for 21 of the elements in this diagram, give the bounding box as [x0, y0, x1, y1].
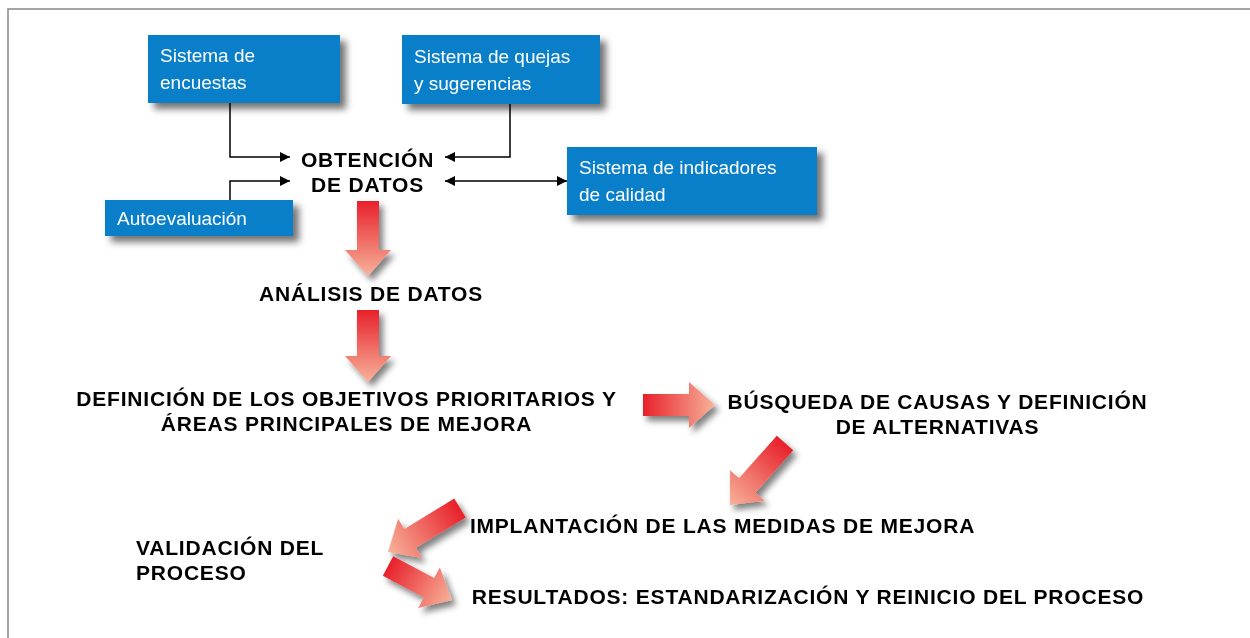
- block-arrow: [388, 498, 466, 559]
- system-box: Sistema de quejas y sugerencias: [402, 35, 600, 104]
- arrow: [229, 176, 291, 201]
- system-box: Sistema de encuestas: [148, 35, 340, 103]
- block-arrow: [382, 556, 452, 609]
- step-label: OBTENCIÓN DE DATOS: [299, 147, 436, 197]
- system-box: Sistema de indicadores de calidad: [567, 147, 817, 215]
- step-label: VALIDACIÓN DEL PROCESO: [136, 535, 325, 585]
- step-label: DEFINICIÓN DE LOS OBJETIVOS PRIORITARIOS Y ÁREAS PRINCIPALES DE MEJORA: [75, 386, 618, 436]
- arrow: [444, 103, 511, 162]
- block-arrow: [643, 382, 715, 428]
- step-label: RESULTADOS: ESTANDARIZACIÓN Y REINICIO DEL PROCESO: [471, 583, 1145, 609]
- step-label: ANÁLISIS DE DATOS: [259, 280, 483, 306]
- block-arrow: [730, 435, 794, 505]
- arrow: [444, 176, 568, 186]
- step-label: BÚSQUEDA DE CAUSAS Y DEFINICIÓN DE ALTERNATIVAS: [726, 389, 1149, 439]
- block-arrow: [345, 201, 391, 276]
- step-label: IMPLANTACIÓN DE LAS MEDIDAS DE MEJORA: [469, 512, 976, 538]
- block-arrow: [345, 310, 391, 382]
- system-box: Autoevaluación: [105, 200, 293, 236]
- arrow: [229, 102, 291, 162]
